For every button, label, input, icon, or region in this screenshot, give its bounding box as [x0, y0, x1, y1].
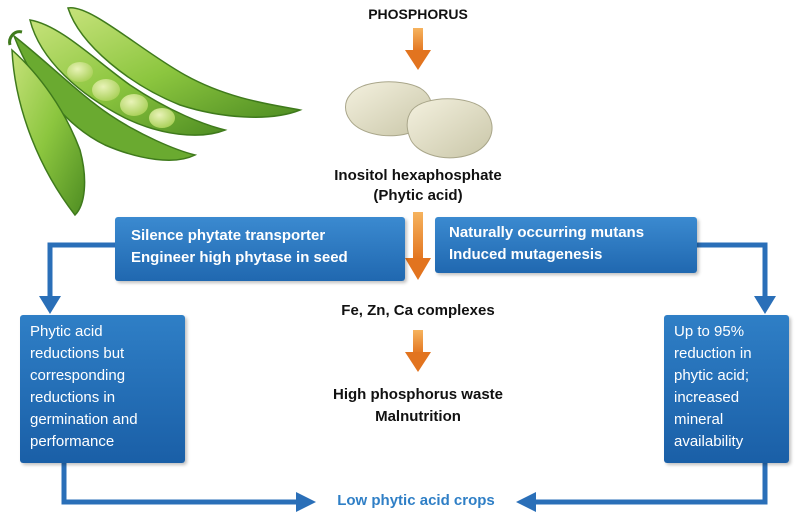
- intervention-left-line1: Silence phytate transporter: [131, 227, 326, 244]
- outcome-line2: Malnutrition: [375, 408, 461, 425]
- intervention-right-line2: Induced mutagenesis: [449, 246, 603, 263]
- result-right-line: mineral: [674, 411, 724, 428]
- connector-left-down: [39, 242, 115, 314]
- result-right-line: increased: [674, 389, 740, 406]
- phosphorus-label: PHOSPHORUS: [368, 6, 468, 22]
- outcome-label: High phosphorus waste Malnutrition: [288, 384, 548, 428]
- intervention-box-left: Silence phytate transporter Engineer hig…: [115, 217, 405, 281]
- result-left-line: corresponding: [30, 367, 126, 384]
- result-right-line: reduction in: [674, 345, 752, 362]
- phytic-acid-line1: Inositol hexaphosphate: [334, 167, 502, 184]
- intervention-right-line1: Naturally occurring mutans: [449, 224, 645, 241]
- result-right-line: phytic acid;: [674, 367, 750, 384]
- outcome-line1: High phosphorus waste: [332, 386, 503, 403]
- arrow-phytic-to-complexes: [405, 212, 431, 280]
- result-right-line: availability: [674, 433, 744, 450]
- result-left-line: Phytic acid: [30, 323, 103, 340]
- phytic-acid-label: Inositol hexaphosphate (Phytic acid): [288, 166, 548, 206]
- connector-right-down: [697, 242, 776, 314]
- connector-right-bottom: [516, 463, 768, 512]
- result-left-line: performance: [30, 433, 115, 450]
- low-phytic-acid-crops-label: Low phytic acid crops: [337, 492, 495, 509]
- result-box-left: Phytic acid reductions but corresponding…: [20, 315, 185, 463]
- result-box-right: Up to 95% reduction in phytic acid; incr…: [664, 315, 789, 463]
- pea-pods-illustration: [8, 7, 303, 217]
- intervention-box-right: Naturally occurring mutans Induced mutag…: [435, 217, 697, 273]
- phytic-acid-line2: (Phytic acid): [373, 187, 463, 204]
- result-right-line: Up to 95%: [674, 323, 745, 340]
- result-left-line: reductions but: [30, 345, 125, 362]
- result-left-line: germination and: [30, 411, 138, 428]
- result-left-line: reductions in: [30, 389, 116, 406]
- phytic-acid-seeds-illustration: [345, 81, 493, 159]
- connector-left-bottom: [61, 463, 316, 512]
- complexes-label: Fe, Zn, Ca complexes: [341, 302, 495, 319]
- arrow-phosphorus-to-seeds: [405, 28, 431, 70]
- arrow-complexes-to-waste: [405, 330, 431, 372]
- intervention-left-line2: Engineer high phytase in seed: [131, 249, 348, 266]
